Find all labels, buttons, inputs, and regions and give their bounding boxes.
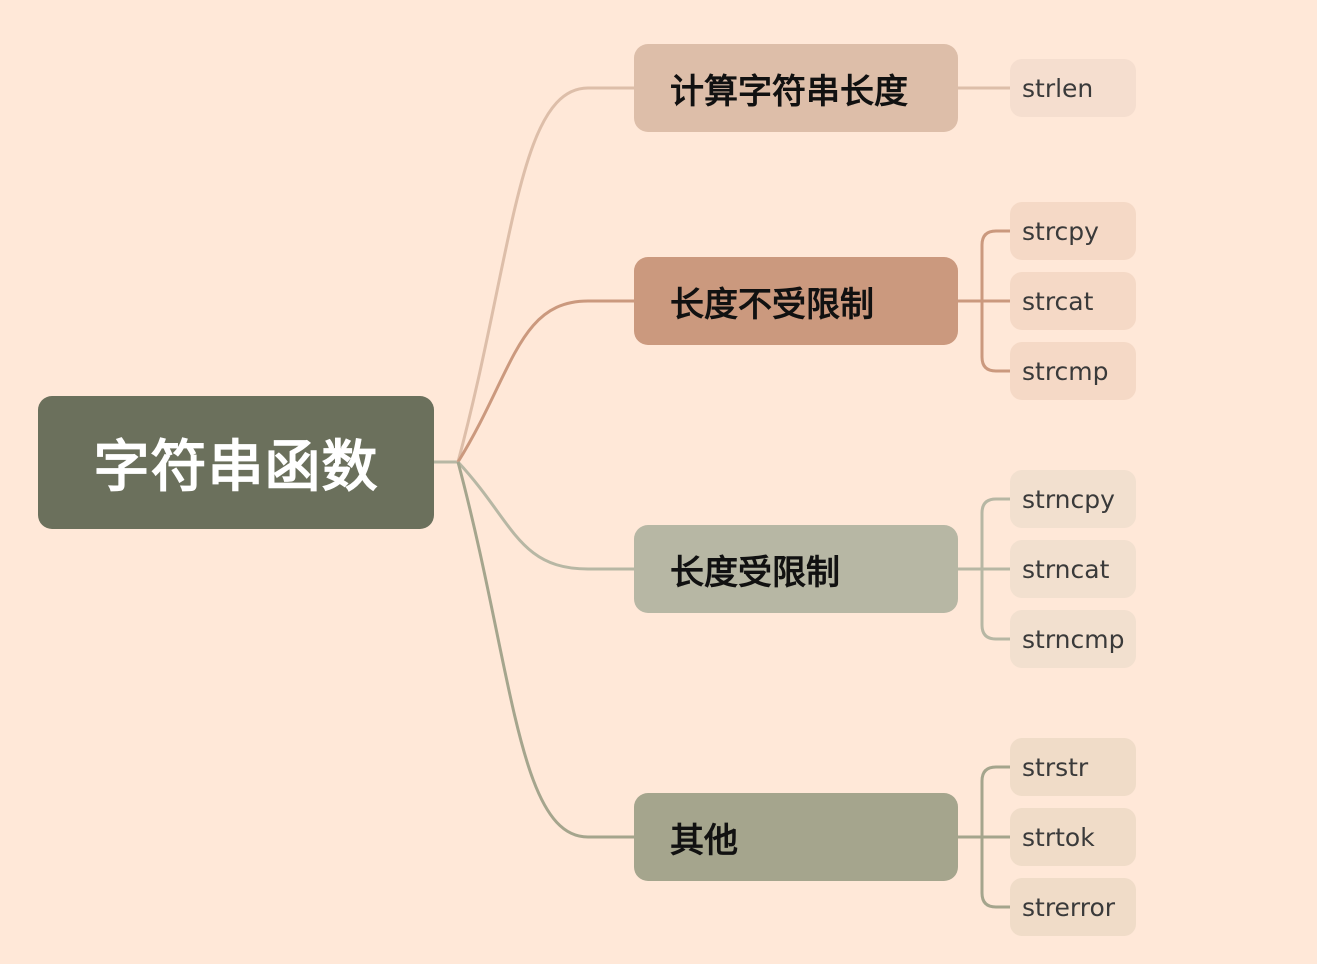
root-branch-connector (456, 461, 634, 839)
leaf-node-strcat[interactable]: strcat (1010, 272, 1136, 330)
leaf-node-strncmp[interactable]: strncmp (1010, 610, 1136, 668)
leaf-bracket-connector (980, 229, 1010, 373)
branch-node-length[interactable]: 计算字符串长度 (634, 44, 958, 132)
leaf-node-strstr[interactable]: strstr (1010, 738, 1136, 796)
leaf-node-strncpy[interactable]: strncpy (1010, 470, 1136, 528)
branch-node-bounded[interactable]: 长度受限制 (634, 525, 958, 613)
root-node[interactable]: 字符串函数 (38, 396, 434, 529)
leaf-label: strncmp (1022, 624, 1125, 654)
leaf-label: strcpy (1022, 216, 1099, 246)
leaf-node-strerror[interactable]: strerror (1010, 878, 1136, 936)
branch-node-other[interactable]: 其他 (634, 793, 958, 881)
branch-label: 其他 (670, 820, 738, 861)
leaf-label: strtok (1022, 822, 1095, 852)
leaf-label: strncpy (1022, 484, 1115, 514)
leaf-node-strcmp[interactable]: strcmp (1010, 342, 1136, 400)
leaf-bracket-connector (980, 765, 1010, 909)
branch-node-unbounded[interactable]: 长度不受限制 (634, 257, 958, 345)
leaf-label: strcmp (1022, 356, 1109, 386)
branch-label: 计算字符串长度 (670, 71, 908, 112)
leaf-label: strerror (1022, 892, 1116, 922)
root-branch-connector (456, 86, 634, 463)
leaf-label: strstr (1022, 752, 1089, 782)
leaf-node-strtok[interactable]: strtok (1010, 808, 1136, 866)
branch-label: 长度不受限制 (670, 284, 874, 325)
root-branch-connector (456, 460, 634, 571)
leaf-node-strncat[interactable]: strncat (1010, 540, 1136, 598)
root-branch-connector (456, 299, 634, 463)
leaf-label: strncat (1022, 554, 1110, 584)
leaf-label: strcat (1022, 286, 1094, 316)
branch-label: 长度受限制 (670, 552, 840, 593)
leaf-bracket-connector (980, 497, 1010, 641)
leaf-label: strlen (1022, 73, 1094, 103)
root-label: 字符串函数 (93, 435, 379, 500)
leaf-node-strlen[interactable]: strlen (1010, 59, 1136, 117)
leaf-node-strcpy[interactable]: strcpy (1010, 202, 1136, 260)
